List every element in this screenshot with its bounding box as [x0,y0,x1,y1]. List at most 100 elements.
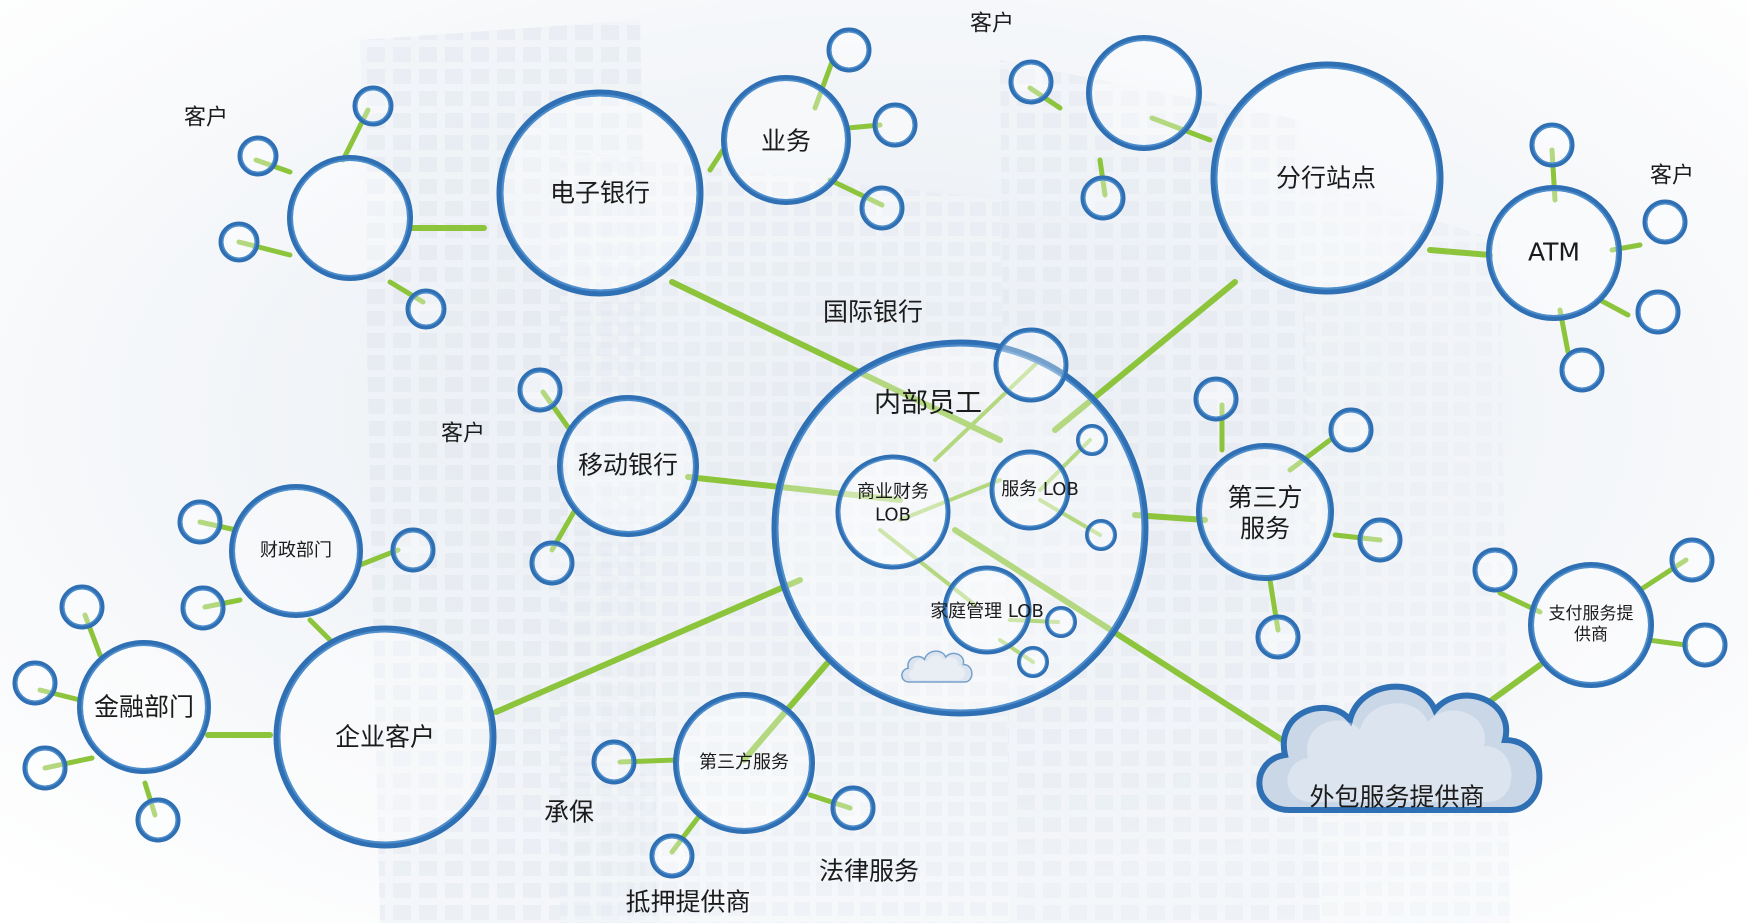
link-branch-topring [1149,115,1213,143]
link-hub-topring [933,358,1042,462]
customer-label-right: 客户 [1649,163,1695,189]
ring-left-unnamed [287,155,413,281]
ring-service-lob [989,449,1071,531]
link-tpb-sat-a [617,757,678,765]
sat-ring [1045,606,1077,638]
atm-label: ATM [1527,237,1581,267]
outsourcing-cloud [1256,683,1543,813]
third-party-right-label: 第三方服务 [1227,482,1303,543]
sat-ring [872,102,918,148]
link-fd-corporate [307,617,333,643]
sat-ring [1642,199,1688,245]
sat-ring [1472,547,1518,593]
ring-home-lob [942,565,1032,655]
link-branch-hub [1052,279,1238,433]
service-lob-label: 服务 LOB [1001,478,1079,500]
ring-business [721,75,851,205]
sat-ring [591,739,637,785]
sat-ring [1080,175,1126,221]
link-commercial-home [878,528,977,607]
link-tpb-sat-b [669,812,703,855]
ring-corporate [273,625,497,849]
link-tp-sat-b [1287,437,1333,473]
ring-financial-dept [77,640,211,774]
mortgage-provider-label: 抵押提供商 [625,887,751,917]
sat-ring [180,585,226,631]
link-ebanking-business [707,147,726,173]
sat-ring [1357,517,1403,563]
sat-ring [390,527,436,573]
link-commercial-outsourcing [952,527,1293,748]
link-biz-sat-a [812,59,835,111]
sat-ring [1559,347,1605,393]
sat-ring [1017,646,1049,678]
sat-ring [177,499,223,545]
link-corporate-hub [493,577,803,715]
business-label: 业务 [760,126,812,156]
sat-ring [59,584,105,630]
commercial-lob-label: 商业财务 LOB [857,481,929,526]
ring-e-banking [496,89,704,297]
e-banking-label: 电子银行 [549,178,651,208]
link-mobile-hub [685,474,903,503]
sat-ring [529,540,575,586]
sat-ring [649,833,695,879]
home-small-cloud [901,650,973,683]
link-atm-sat-a [1549,147,1558,203]
link-home-small2 [998,638,1035,664]
link-ebanking-hub [669,279,1003,443]
sat-ring [859,185,905,231]
payment-provider-label: 支付服务提供商 [1548,603,1634,645]
link-tp-sat-d [1267,577,1281,633]
third-party-bottom-label: 第三方服务 [699,751,789,773]
ring-commercial-lob [835,454,951,570]
link-pay-sat-c [1645,637,1689,648]
link-fin-sat-b [37,687,83,703]
underwriting-label: 承保 [543,797,595,827]
customer-label-top-left: 客户 [183,105,229,131]
sat-ring [352,85,394,127]
link-tp-sat-c [1332,532,1383,543]
ring-payment [1528,562,1654,688]
sat-ring [830,785,876,831]
sat-ring [517,367,563,413]
sat-ring [1076,424,1108,456]
link-branch-atm [1427,247,1493,258]
ring-atm [1486,185,1622,321]
sat-ring [1328,407,1374,453]
internal-staff-label: 内部员工 [874,388,982,420]
sat-ring [1682,622,1728,668]
sat-ring [22,745,68,791]
sat-ring [12,660,58,706]
finance-dept-label: 财政部门 [260,539,332,561]
legal-services-label: 法律服务 [818,856,920,886]
corporate-client-label: 企业客户 [334,722,436,752]
sat-ring [1635,289,1681,335]
sat-ring [1669,537,1715,583]
financial-dept-label: 金融部门 [93,692,195,722]
international-banking-label: 国际银行 [822,297,924,327]
link-pay-sat-b [1637,557,1689,593]
link-sat-c [236,239,293,258]
sat-ring [1529,122,1575,168]
link-tpb-sat-c [807,792,853,811]
sat-ring [1193,376,1239,422]
sat-ring [135,797,181,843]
sat-ring [218,221,260,263]
sat-ring [826,27,872,73]
ring-mobile [557,395,699,537]
sat-ring [993,327,1069,403]
sat-ring [405,288,447,330]
link-biz-sat-c [827,177,885,208]
ring-third-party-right [1196,443,1334,581]
hub-ring-internal [771,339,1149,717]
link-fin-sat-c [42,755,95,771]
outsourcing-provider-label: 外包服务提供商 [1309,782,1485,812]
sat-ring [1085,519,1117,551]
link-sat-d [387,279,426,305]
link-home-small1 [1008,618,1060,624]
ring-branch [1210,61,1444,295]
mobile-banking-label: 移动银行 [577,450,679,480]
